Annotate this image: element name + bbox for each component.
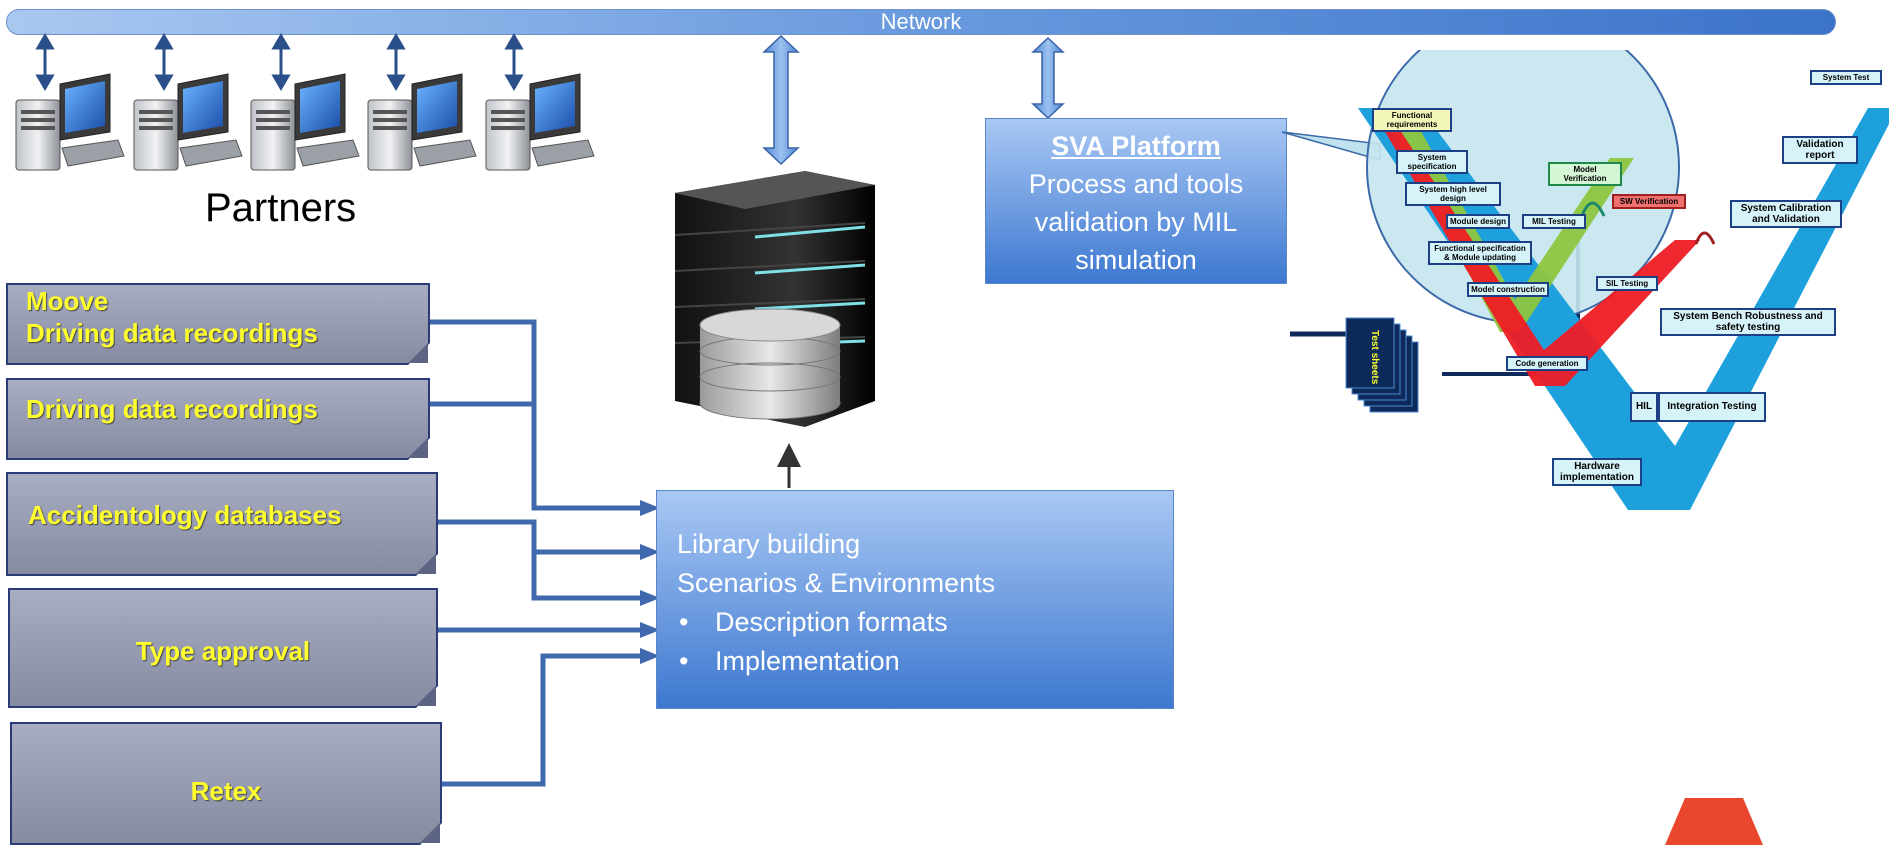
source-title: Moove	[26, 286, 109, 316]
library-box: Library building Scenarios & Environment…	[656, 490, 1174, 709]
sva-line: validation by MIL	[1034, 207, 1238, 237]
computer-icon	[485, 73, 595, 171]
v-label-integration-testing: Integration Testing	[1658, 392, 1766, 422]
source-box-driving-data: Driving data recordings	[6, 378, 430, 460]
v-label-validation-report: Validation report	[1782, 136, 1858, 164]
computer-icon	[15, 73, 125, 171]
server-network-arrow	[762, 34, 800, 166]
v-label-mil-testing: MIL Testing	[1522, 214, 1586, 229]
sva-line: simulation	[1075, 245, 1197, 275]
partner-network-arrows	[35, 33, 524, 91]
partners-label: Partners	[205, 186, 357, 230]
library-bullet: Implementation	[677, 642, 1153, 681]
test-sheets-icon: Test sheets	[1345, 317, 1419, 413]
sva-network-arrow	[1031, 36, 1065, 120]
computer-icon	[367, 73, 477, 171]
v-label-sw-verification: SW Verification	[1612, 194, 1686, 209]
v-label-module-design: Module design	[1446, 214, 1510, 229]
v-label-hil: HIL	[1630, 392, 1658, 422]
v-label-system-calibration: System Calibration and Validation	[1730, 200, 1842, 228]
v-label-system-specification: System specification	[1396, 150, 1468, 174]
v-label-system-bench: System Bench Robustness and safety testi…	[1660, 308, 1836, 336]
v-label-system-high-level-design: System high level design	[1405, 182, 1501, 206]
source-connectors	[410, 319, 648, 787]
v-label-functional-spec: Functional specification & Module updati…	[1428, 241, 1532, 265]
sva-title: SVA Platform	[1051, 131, 1221, 161]
v-label-hardware-implementation: Hardware implementation	[1552, 458, 1642, 486]
source-title: Retex	[190, 776, 262, 806]
source-subtitle: Driving data recordings	[26, 318, 318, 348]
source-box-moove: Moove Driving data recordings	[6, 283, 430, 365]
sva-line: Process and tools	[1028, 169, 1244, 199]
library-bullet: Description formats	[677, 603, 1153, 642]
corner-logo-shape	[1665, 798, 1763, 845]
source-box-accidentology: Accidentology databases	[6, 472, 438, 576]
v-label-functional-requirements: Functional requirements	[1372, 108, 1452, 132]
source-box-retex: Retex	[10, 722, 442, 845]
v-label-code-generation: Code generation	[1506, 356, 1588, 371]
network-label: Network	[880, 9, 962, 34]
server-database-icon	[674, 171, 875, 427]
v-label-sil-testing: SIL Testing	[1596, 276, 1658, 291]
sva-platform-box: SVA Platform Process and tools validatio…	[985, 118, 1287, 284]
source-box-type-approval: Type approval	[8, 588, 438, 708]
v-label-model-verification: Model Verification	[1548, 162, 1622, 186]
source-title: Accidentology databases	[28, 500, 342, 530]
computer-icon	[250, 73, 360, 171]
source-arrow-heads	[640, 500, 660, 664]
library-title: Library building	[677, 529, 861, 559]
source-title: Driving data recordings	[26, 394, 318, 424]
library-bullets: Description formats Implementation	[677, 603, 1153, 681]
network-bar: Network	[6, 9, 1836, 35]
computer-icon	[133, 73, 243, 171]
source-title: Type approval	[135, 636, 311, 666]
test-sheets-label: Test sheets	[1369, 330, 1380, 385]
v-label-model-construction: Model construction	[1467, 282, 1549, 297]
partner-computers	[15, 73, 595, 171]
v-label-system-test: System Test	[1810, 70, 1882, 85]
library-subtitle: Scenarios & Environments	[677, 568, 996, 598]
